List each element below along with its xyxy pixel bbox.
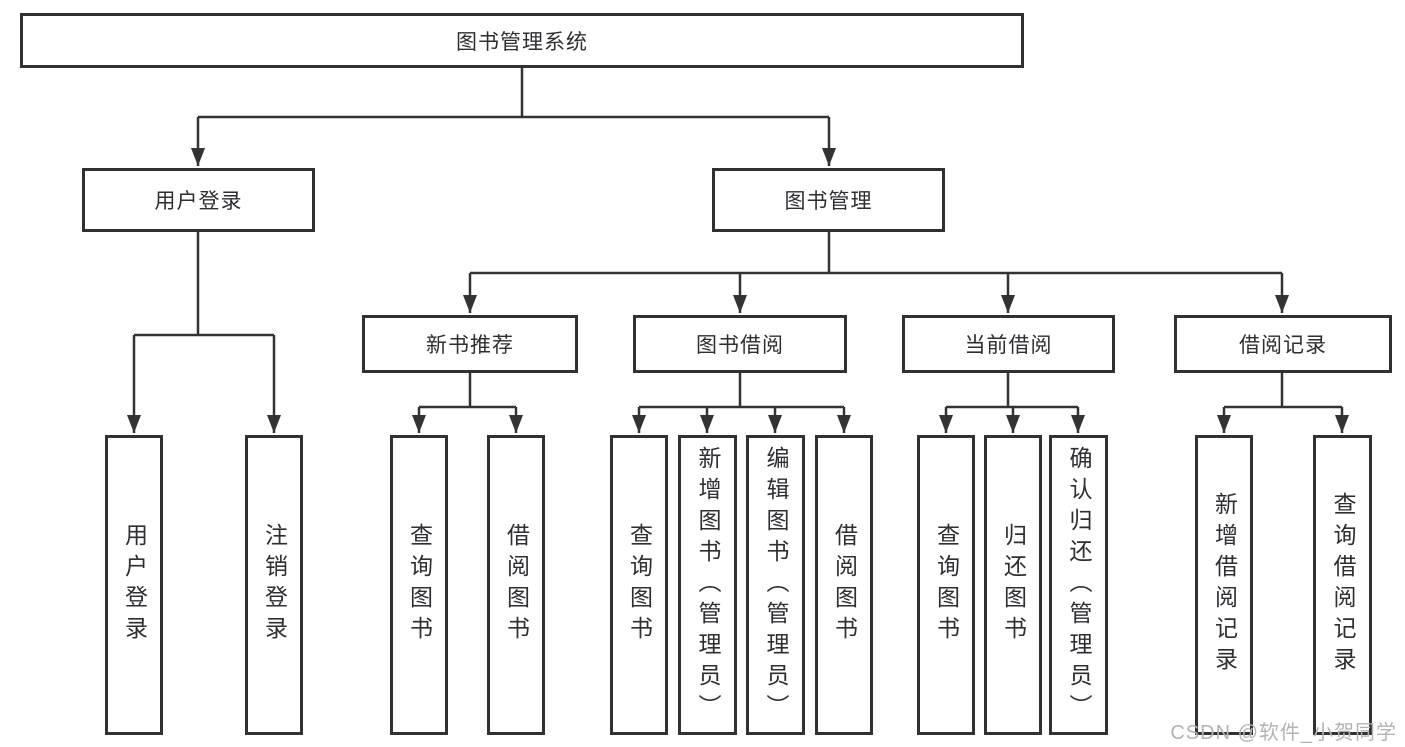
leaf-edit-book-admin: 编辑图书（管理员） [746,435,805,735]
node-library-management-system: 图书管理系统 [20,13,1024,68]
node-label: 查询图书 [626,523,653,647]
node-label: 用户登录 [154,190,243,213]
leaf-query-borrow-record: 查询借阅记录 [1313,435,1372,735]
node-label: 借阅图书 [503,523,530,647]
node-label: 确认归还（管理员） [1066,445,1092,725]
leaf-add-book-admin: 新增图书（管理员） [678,435,737,735]
node-label: 编辑图书（管理员） [763,445,789,725]
node-borrow-record: 借阅记录 [1174,315,1392,373]
node-label: 新增图书（管理员） [695,445,721,725]
leaf-confirm-return-admin: 确认归还（管理员） [1049,435,1108,735]
node-label: 当前借阅 [964,334,1053,357]
node-label: 图书管理系统 [456,30,588,54]
node-user-login: 用户登录 [82,168,315,232]
leaf-borrow-book-1: 借阅图书 [487,435,545,735]
node-label: 归还图书 [1000,523,1027,647]
node-label: 查询图书 [406,523,433,647]
node-label: 用户登录 [121,523,148,647]
node-label: 借阅图书 [831,523,858,647]
node-label: 图书管理 [784,190,873,213]
leaf-logout: 注销登录 [245,435,303,735]
node-label: 新增借阅记录 [1211,492,1238,678]
leaf-return-book: 归还图书 [984,435,1042,735]
leaf-add-borrow-record: 新增借阅记录 [1195,435,1253,735]
node-label: 借阅记录 [1239,334,1327,357]
node-current-borrow: 当前借阅 [902,315,1115,373]
csdn-watermark: CSDN @软件_小贺同学 [1170,722,1397,744]
leaf-borrow-book-2: 借阅图书 [815,435,873,735]
node-label: 图书借阅 [696,334,784,357]
node-book-borrow: 图书借阅 [633,315,847,373]
node-book-management: 图书管理 [712,168,945,232]
leaf-user-login: 用户登录 [105,435,163,735]
leaf-query-book-2: 查询图书 [610,435,668,735]
leaf-query-book-1: 查询图书 [390,435,448,735]
leaf-query-book-3: 查询图书 [917,435,975,735]
node-new-book-recommend: 新书推荐 [362,315,578,373]
node-label: 查询借阅记录 [1330,492,1356,678]
node-label: 新书推荐 [426,334,514,357]
node-label: 注销登录 [261,523,288,647]
node-label: 查询图书 [933,523,960,647]
